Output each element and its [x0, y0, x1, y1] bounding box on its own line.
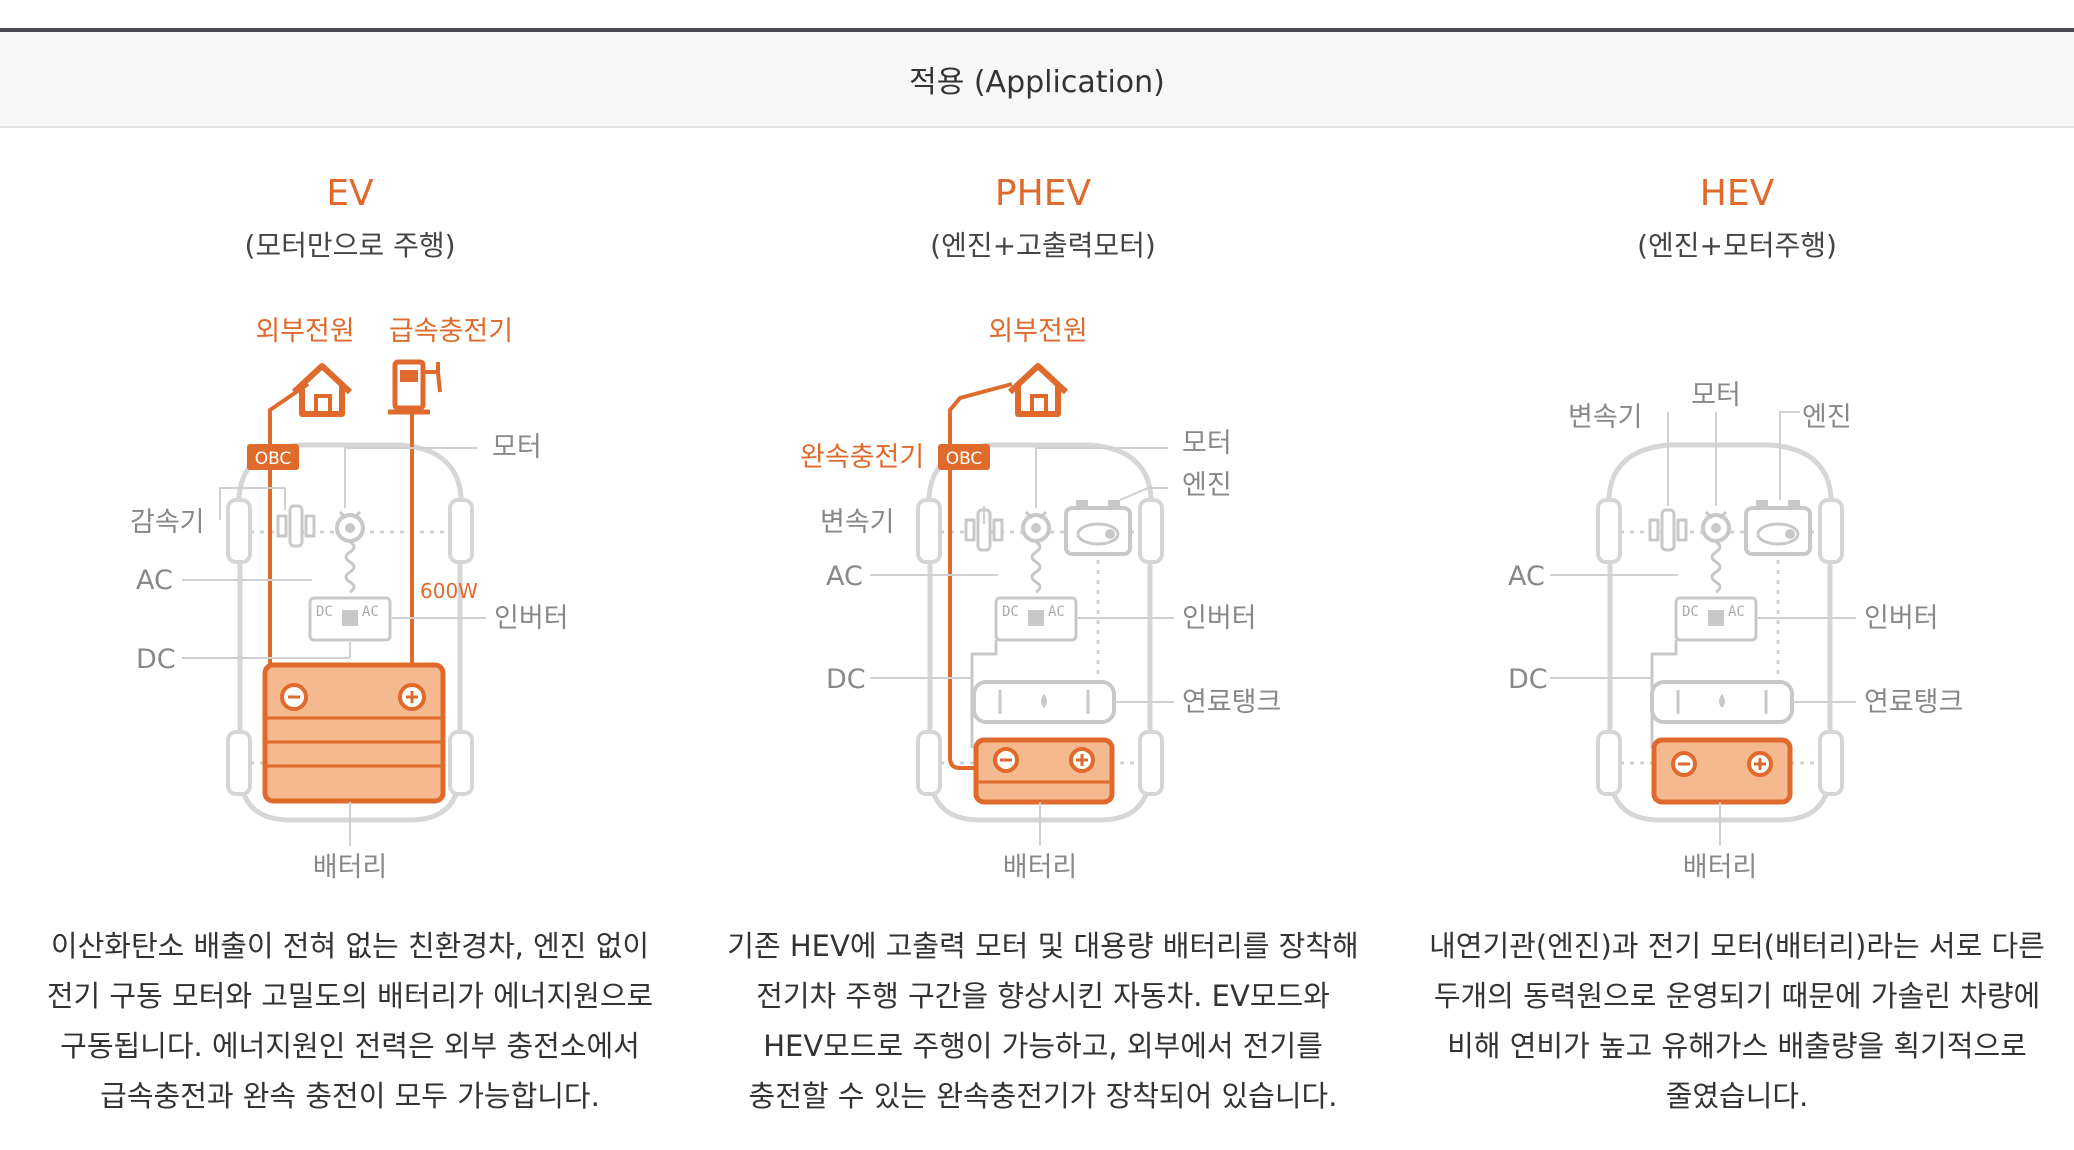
label-reducer: 감속기: [130, 507, 205, 538]
column-subtitle: (엔진+고출력모터): [930, 229, 1156, 262]
label-transmission: 변속기: [1568, 402, 1643, 433]
column-title: EV: [326, 173, 374, 214]
battery-icon: [262, 662, 446, 804]
column-title: HEV: [1699, 173, 1775, 214]
label-inverter: 인버터: [494, 603, 569, 634]
description-line: 전기차 주행 구간을 향상시킨 자동차. EV모드와: [756, 979, 1330, 1013]
column-ev-description: 이산화탄소 배출이 전혀 없는 친환경차, 엔진 없이 전기 구동 모터와 고밀…: [10, 921, 690, 1121]
label-slow-charger: 완속충전기: [800, 442, 924, 473]
column-phev-header: PHEV (엔진+고출력모터): [703, 172, 1383, 266]
column-hev-description: 내연기관(엔진)과 전기 모터(배터리)라는 서로 다른 두개의 동력원으로 운…: [1397, 921, 2074, 1121]
column-phev-description: 기존 HEV에 고출력 모터 및 대용량 배터리를 장착해 전기차 주행 구간을…: [703, 921, 1383, 1121]
description-line: 전기 구동 모터와 고밀도의 배터리가 에너지원으로: [46, 979, 654, 1013]
label-ac: AC: [1508, 561, 1545, 592]
top-divider: [0, 28, 2074, 32]
charger-icon: [388, 359, 442, 415]
chip-dc-text: DC: [1002, 604, 1019, 620]
label-motor: 모터: [1691, 380, 1741, 411]
label-motor: 모터: [1182, 428, 1232, 459]
label-ac: AC: [826, 561, 863, 592]
obc-tag: OBC: [255, 449, 292, 469]
section-header: 적용 (Application): [0, 32, 2074, 128]
description-line: 이산화탄소 배출이 전혀 없는 친환경차, 엔진 없이: [50, 929, 650, 963]
label-engine: 엔진: [1802, 402, 1852, 433]
label-external-power: 외부전원: [988, 316, 1087, 347]
ev-diagram: DC AC OBC: [130, 316, 569, 883]
obc-tag: OBC: [946, 449, 983, 469]
battery-icon: [1651, 737, 1793, 805]
battery-icon: [973, 737, 1115, 805]
label-dc: DC: [1508, 664, 1548, 695]
column-hev-header: HEV (엔진+모터주행): [1397, 172, 2074, 266]
column-subtitle: (모터만으로 주행): [244, 229, 456, 262]
label-battery: 배터리: [313, 852, 388, 883]
column-ev-header: EV (모터만으로 주행): [10, 172, 690, 266]
description-line: HEV모드로 주행이 가능하고, 외부에서 전기를: [763, 1029, 1323, 1063]
label-600w: 600W: [420, 579, 478, 603]
house-icon: [294, 366, 350, 414]
description-line: 급속충전과 완속 충전이 모두 가능합니다.: [100, 1079, 600, 1113]
hev-diagram: DC AC 모터 변속기 엔진 AC DC 인버터 연료탱크 배터리: [1508, 380, 1963, 883]
label-ac: AC: [136, 565, 173, 596]
house-icon: [1010, 366, 1066, 414]
label-battery: 배터리: [1683, 852, 1758, 883]
label-dc: DC: [826, 664, 866, 695]
label-external-power: 외부전원: [255, 316, 354, 347]
chip-ac-text: AC: [1728, 604, 1745, 620]
label-inverter: 인버터: [1864, 603, 1939, 634]
label-battery: 배터리: [1003, 852, 1078, 883]
column-subtitle: (엔진+모터주행): [1637, 229, 1837, 262]
description-line: 내연기관(엔진)과 전기 모터(배터리)라는 서로 다른: [1429, 929, 2045, 963]
label-fuel-tank: 연료탱크: [1182, 687, 1281, 718]
chip-dc-text: DC: [316, 604, 333, 620]
label-motor: 모터: [492, 432, 542, 463]
label-transmission: 변속기: [820, 507, 895, 538]
fuel-tank-icon: [972, 680, 1116, 724]
label-inverter: 인버터: [1182, 603, 1257, 634]
label-engine: 엔진: [1182, 470, 1232, 501]
chip-ac-text: AC: [1048, 604, 1065, 620]
chip-dc-text: DC: [1682, 604, 1699, 620]
label-dc: DC: [136, 644, 176, 675]
description-line: 충전할 수 있는 완속충전기가 장착되어 있습니다.: [748, 1079, 1338, 1113]
description-line: 구동됩니다. 에너지원인 전력은 외부 충전소에서: [60, 1029, 640, 1063]
description-line: 비해 연비가 높고 유해가스 배출량을 획기적으로: [1447, 1029, 2027, 1063]
label-fuel-tank: 연료탱크: [1864, 687, 1963, 718]
phev-diagram: DC AC OBC 외부전원 완속충전기 모터 엔진 변속기 AC: [800, 316, 1281, 883]
chip-ac-text: AC: [362, 604, 379, 620]
description-line: 두개의 동력원으로 운영되기 때문에 가솔린 차량에: [1433, 979, 2041, 1013]
label-fast-charger: 급속충전기: [389, 316, 513, 347]
section-title: 적용 (Application): [909, 65, 1165, 100]
column-title: PHEV: [994, 173, 1092, 214]
description-line: 기존 HEV에 고출력 모터 및 대용량 배터리를 장착해: [727, 929, 1359, 963]
fuel-tank-icon: [1650, 680, 1794, 724]
description-line: 줄였습니다.: [1665, 1079, 1809, 1113]
